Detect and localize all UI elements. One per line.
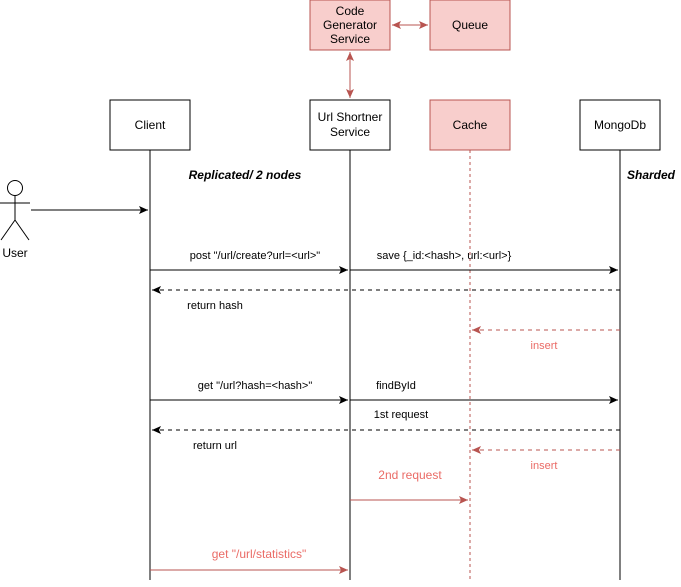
queue-label: Queue — [452, 18, 488, 32]
cache-label: Cache — [453, 118, 488, 132]
code-generator-box: Code Generator Service — [309, 0, 391, 51]
get-url-label: get "/url?hash=<hash>" — [198, 380, 313, 392]
client-box: Client — [109, 99, 191, 151]
code-generator-label-1: Code — [336, 4, 365, 18]
get-statistics-label: get "/url/statistics" — [212, 547, 307, 561]
url-service-label-2: Service — [330, 125, 370, 139]
code-generator-label-2: Generator — [323, 18, 377, 32]
post-create-label: post "/url/create?url=<url>" — [190, 250, 321, 262]
queue-box: Queue — [429, 0, 511, 51]
user-label: User — [2, 246, 27, 260]
save-label: save {_id:<hash>, url:<url>} — [377, 250, 512, 262]
insert-2-label: insert — [531, 460, 558, 472]
second-request-label: 2nd request — [378, 468, 442, 482]
client-label: Client — [135, 118, 166, 132]
first-request-label: 1st request — [374, 409, 428, 421]
user-actor-icon — [0, 180, 30, 241]
mongodb-label: MongoDb — [594, 118, 646, 132]
code-generator-label-3: Service — [330, 32, 370, 46]
insert-1-label: insert — [531, 340, 558, 352]
return-url-label: return url — [193, 440, 237, 452]
url-service-label-1: Url Shortner — [318, 110, 383, 124]
url-service-box: Url Shortner Service — [309, 99, 391, 151]
find-by-id-label: findById — [376, 380, 416, 392]
mongodb-box: MongoDb — [579, 99, 661, 151]
sharded-note: Sharded — [627, 168, 676, 182]
return-hash-label: return hash — [187, 300, 243, 312]
replicated-note: Replicated/ 2 nodes — [189, 168, 302, 182]
cache-box: Cache — [429, 99, 511, 151]
